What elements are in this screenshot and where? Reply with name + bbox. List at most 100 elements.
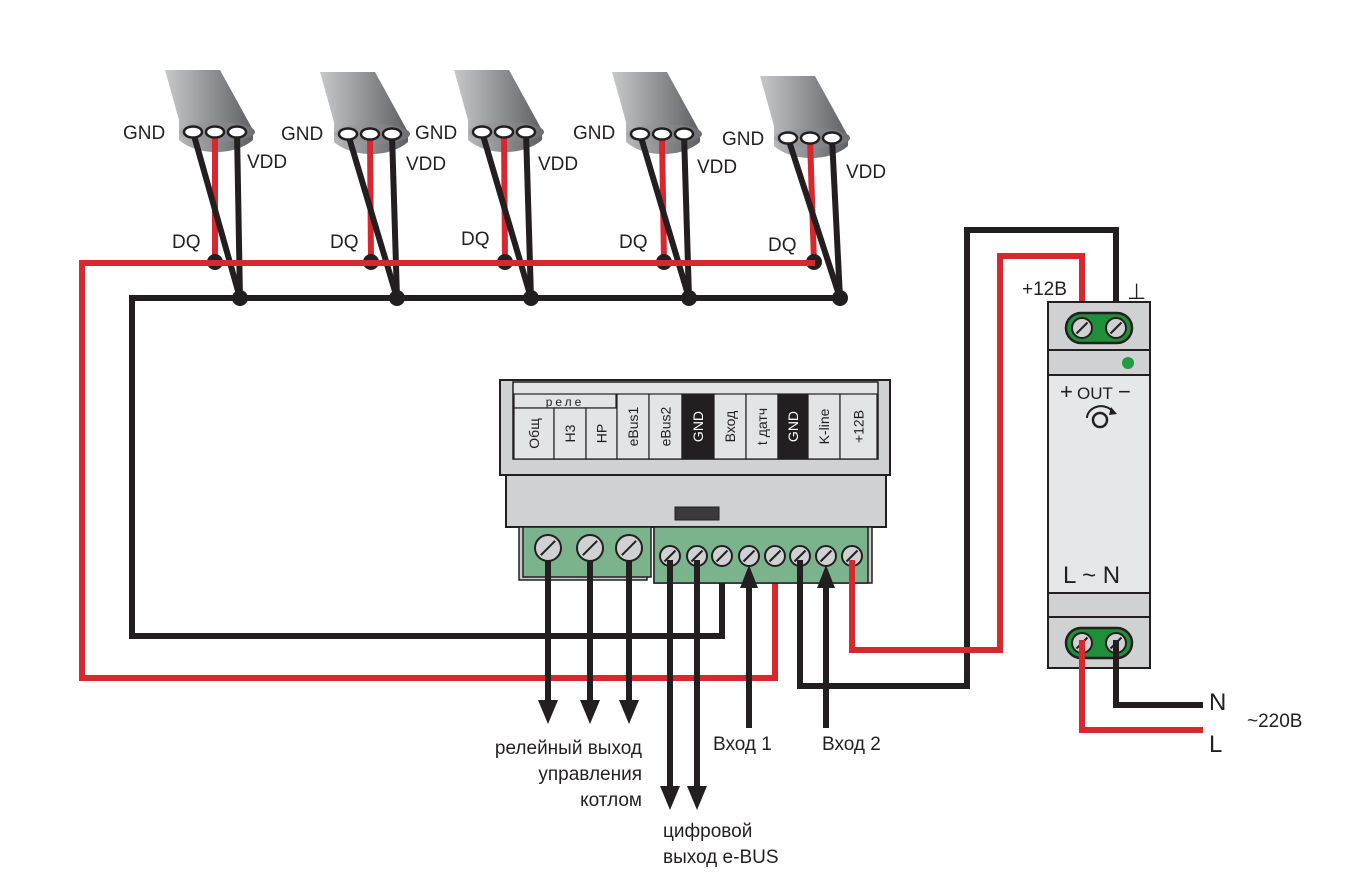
power-led-icon — [1122, 357, 1134, 369]
ebus-output-label-1: цифровой — [663, 821, 752, 842]
gnd-lead-wire — [190, 131, 243, 299]
plus12v-label: +12В — [1022, 279, 1067, 300]
sensor-pin — [821, 131, 843, 145]
vdd-label: VDD — [406, 154, 446, 175]
terminal-cell — [553, 407, 587, 460]
screw-terminal[interactable] — [1105, 317, 1127, 339]
sensor-pin — [777, 131, 799, 145]
n-label: N — [1209, 689, 1226, 716]
sensor-pin — [226, 125, 248, 139]
gnd-lead-wire — [345, 133, 400, 299]
terminal-label: GND — [690, 411, 706, 442]
psu-screws — [1071, 317, 1127, 654]
gnd-lead-wire — [479, 131, 534, 299]
dq-lead-wire — [659, 133, 667, 263]
gnd-label: GND — [123, 123, 165, 144]
vdd-lead-wire — [829, 137, 843, 299]
sensor-pin — [471, 125, 493, 139]
sensor-pin — [381, 127, 403, 141]
terminal-label: GND — [785, 411, 801, 442]
sensor-pin — [182, 125, 204, 139]
line-wire — [1079, 640, 1203, 733]
dq-label: DQ — [461, 229, 490, 250]
sensor-pin — [673, 127, 695, 141]
out-plus: + — [1060, 379, 1073, 404]
terminal-label: eBus2 — [658, 406, 674, 446]
vdd-lead-wire — [681, 133, 692, 299]
arrow-down-icon — [580, 700, 600, 724]
arrow-down-icon — [619, 700, 639, 724]
power-supply: + OUT − L ~ N — [1047, 301, 1151, 669]
screw-terminal[interactable] — [615, 534, 643, 562]
screw-terminal[interactable] — [576, 534, 604, 562]
relay-output-label-3: котлом — [580, 790, 642, 811]
sensor-pin — [515, 125, 537, 139]
psu-12v-wire — [849, 253, 1085, 653]
temperature-sensor: GND VDD DQ — [123, 70, 287, 306]
terminal-cell — [807, 393, 841, 460]
gnd-lead-wire — [785, 137, 843, 299]
terminal-cell — [681, 393, 715, 460]
sensor-pin — [337, 127, 359, 141]
vdd-lead-wire — [523, 131, 534, 299]
screw-terminal[interactable] — [711, 545, 733, 567]
sensor-pin — [359, 127, 381, 141]
screw-terminal[interactable] — [534, 534, 562, 562]
adjust-potentiometer-icon[interactable] — [1086, 405, 1117, 429]
out-minus: − — [1118, 379, 1131, 404]
gnd-bus-wire — [129, 295, 840, 639]
dq-label: DQ — [330, 232, 359, 253]
neutral-wire — [1113, 640, 1203, 708]
input1-label: Вход 1 — [713, 734, 772, 755]
vdd-label: VDD — [538, 154, 578, 175]
vdd-lead-wire — [389, 133, 400, 299]
dq-label: DQ — [172, 232, 201, 253]
relay-group-label: реле — [546, 395, 585, 409]
screw-terminal[interactable] — [1071, 317, 1093, 339]
dq-label: DQ — [619, 232, 648, 253]
sensor-pin — [629, 127, 651, 141]
terminal-screws — [534, 534, 863, 567]
ebus-output-label-2: выход e-BUS — [663, 847, 779, 868]
dq-label: DQ — [768, 235, 797, 256]
terminal-cell — [713, 393, 747, 460]
l-label: L — [1209, 731, 1222, 758]
temperature-sensor: GND VDD DQ — [722, 76, 886, 306]
relay-output-label-2: управления — [538, 764, 642, 785]
ebus-output-wires — [660, 560, 707, 810]
screw-terminal[interactable] — [815, 545, 837, 567]
arrow-down-icon — [538, 700, 558, 724]
mains-voltage-label: ~220В — [1247, 711, 1302, 732]
terminal-label: K-line — [816, 408, 832, 444]
gnd-label: GND — [281, 124, 323, 145]
terminal-label: +12В — [851, 410, 867, 443]
vdd-label: VDD — [247, 152, 287, 173]
arrow-down-icon — [660, 786, 680, 810]
screw-terminal[interactable] — [738, 545, 760, 567]
sensor-pin — [651, 127, 673, 141]
dq-bus-wire — [79, 260, 815, 681]
gnd-label: GND — [722, 129, 764, 150]
dq-lead-wire — [367, 133, 374, 263]
input2-label: Вход 2 — [822, 734, 881, 755]
gnd-label: GND — [415, 123, 457, 144]
screw-terminal[interactable] — [686, 545, 708, 567]
terminal-label: eBus1 — [625, 406, 641, 446]
screw-terminal[interactable] — [659, 545, 681, 567]
terminal-cell — [777, 393, 809, 460]
terminal-label: Общ — [526, 418, 542, 449]
terminal-cell — [839, 393, 878, 460]
arrow-down-icon — [687, 786, 707, 810]
screw-terminal[interactable] — [764, 545, 786, 567]
relay-output-wires — [538, 560, 639, 724]
terminal-label: t датч — [754, 408, 770, 445]
dq-lead-wire — [501, 131, 508, 263]
input-wires — [740, 565, 835, 728]
relay-output-label-1: релейный выход — [495, 738, 642, 759]
vdd-label: VDD — [846, 162, 886, 183]
temperature-sensor: GND VDD DQ — [281, 72, 446, 306]
